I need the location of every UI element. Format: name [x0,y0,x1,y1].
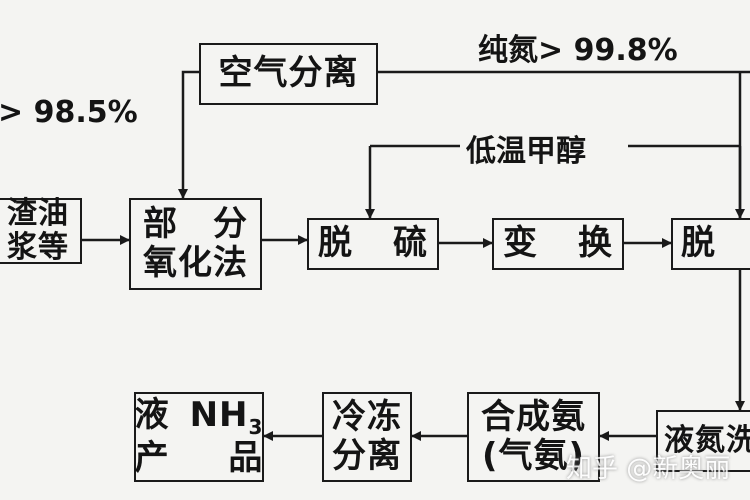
ammonia-synthesis-line1: 合成氨 [481,396,586,437]
shift-box: 变 换 [492,218,624,270]
desulfurization-char2: 硫 [393,223,428,264]
refrigeration-separation-box: 冷冻 分离 [322,392,412,482]
refrigeration-line1: 冷冻 [332,396,402,437]
liquid-nitrogen-wash-label: 液氮洗 [664,422,750,458]
pure-nitrogen-label: 纯氮> 99.8% [474,25,682,69]
product-char1: 液 [134,395,170,436]
air-separation-label: 空气分离 [218,53,359,94]
desulfurization-char1: 脱 [318,223,353,264]
decarbonization-char1: 脱 [681,223,716,264]
feedstock-box: 渣油 浆等 [0,195,82,265]
air-to-oxidation-arrow [178,70,199,199]
decarbonization-box: 脱 [671,218,750,270]
watermark: 知乎 @新奥丽 [566,454,731,484]
shift-char2: 换 [578,223,613,264]
product-formula-base: NH [189,395,249,436]
shift-char1: 变 [503,223,538,264]
feedstock-line1: 渣油 [7,195,69,231]
product-char3: 品 [228,437,264,478]
methanol-label: 低温甲醇 [462,126,590,170]
product-formula-subscript: 3 [248,414,264,439]
ammonia-synthesis-line2: (气氨) [481,436,586,476]
product-formula: NH3 [189,395,264,439]
refrigeration-line2: 分离 [332,436,402,476]
partial-oxidation-box: 部 分 氧化法 [129,198,262,290]
partial-oxidation-char1: 部 [143,203,178,244]
partial-oxidation-line2: 氧化法 [143,243,248,283]
oxygen-purity-label: > 98.5% [0,95,138,130]
air-separation-box: 空气分离 [199,43,378,105]
ammonia-synthesis-box: 合成氨 (气氨) [467,392,600,482]
partial-oxidation-char2: 分 [213,203,248,244]
product-box: 液 NH3 产 品 [134,392,264,482]
liquid-nitrogen-wash-box: 液氮洗 [656,410,750,472]
feedstock-line2: 浆等 [7,230,69,265]
product-char2: 产 [134,437,170,478]
desulfurization-box: 脱 硫 [307,218,439,270]
